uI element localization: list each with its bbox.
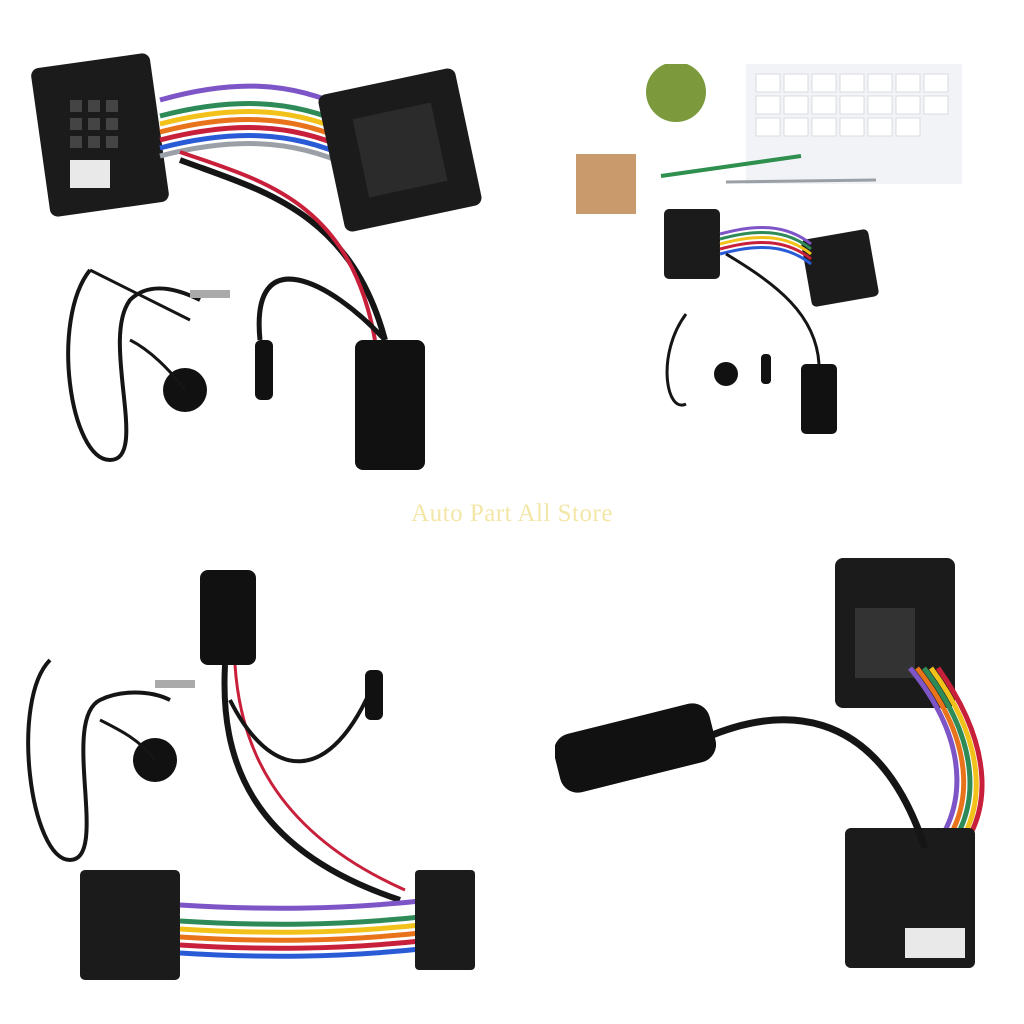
- module-closeup-illustration: [555, 558, 985, 968]
- product-photo-4: [555, 548, 985, 978]
- left-connector: [31, 53, 169, 217]
- pencil: [725, 178, 877, 184]
- store-watermark: Auto Part All Store: [411, 500, 613, 527]
- product-photo-1: [30, 40, 500, 490]
- bluetooth-module-2: [555, 703, 717, 793]
- product-photo-2: [576, 64, 962, 446]
- aux-jack: [255, 340, 273, 400]
- cactus: [646, 64, 706, 122]
- wire-bundle: [159, 83, 352, 169]
- desk-scene-illustration: [576, 64, 962, 446]
- bluetooth-module: [355, 340, 425, 470]
- right-connector: [318, 68, 482, 232]
- harness-kit-illustration: [31, 53, 482, 470]
- product-photo-3: [10, 560, 490, 980]
- microphone: [66, 268, 230, 463]
- notebook: [576, 154, 636, 214]
- harness-alt-illustration: [26, 570, 475, 980]
- pen: [660, 154, 802, 178]
